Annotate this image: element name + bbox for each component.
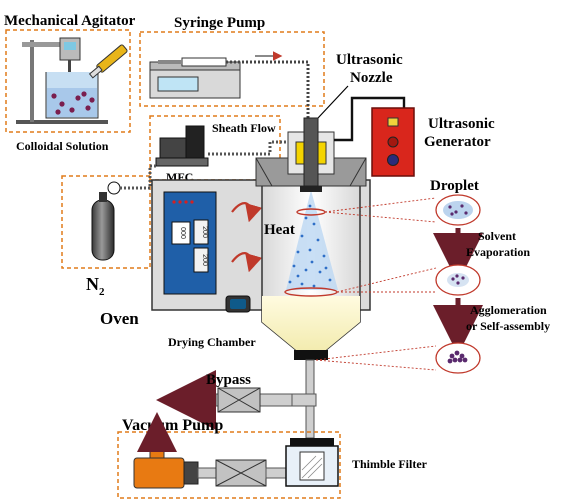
filter-hatching [301, 455, 323, 479]
nozzle-stem [303, 117, 319, 187]
panel-indicator-lights [172, 200, 194, 204]
nozzle-pointer [317, 85, 349, 119]
generator-knob-2 [387, 154, 399, 166]
droplet-stages: Droplet Solvent Evaporation Agglomeratio… [315, 178, 550, 374]
vacuum-pump-motor [183, 461, 199, 485]
generator-cable [334, 96, 406, 142]
oven-control-panel: 200 200 000 [163, 191, 251, 313]
vacuum-pump-body [133, 457, 185, 489]
outlet-piping: Bypass [156, 359, 317, 439]
syringe-plunger [158, 60, 182, 64]
colloid-particles [51, 91, 95, 115]
agglomeration-label-2: or Self-assembly [466, 319, 550, 333]
droplet-stage-1-fill [443, 201, 473, 219]
thimble-filter: Thimble Filter [285, 438, 428, 487]
spray-droplets [288, 204, 332, 288]
solvent-evaporation-label-2: Evaporation [466, 245, 530, 259]
sheath-flow-label: Sheath Flow [212, 121, 276, 135]
agitator-display [64, 42, 76, 50]
stand-base [16, 120, 108, 124]
stand-clamp [22, 42, 62, 47]
chamber-outlet [294, 350, 328, 360]
vacuum-pipe-1 [197, 467, 217, 479]
droplet-stage-2-particles [451, 274, 465, 285]
mechanical-agitator-label: Mechanical Agitator [4, 13, 136, 29]
oven-label: Oven [100, 309, 139, 328]
agglomeration-label-1: Agglomeration [470, 303, 547, 317]
pipette-icon [88, 44, 128, 79]
filter-cap [290, 438, 334, 446]
panel-display-bottom-value: 200 [201, 254, 208, 266]
heat-label: Heat [264, 222, 295, 238]
sheath-line [208, 140, 290, 156]
agitator-dashed-box [5, 29, 131, 133]
stand-rod [30, 40, 34, 122]
panel-display-top [193, 219, 209, 245]
droplet-stage-3 [435, 342, 481, 374]
colloidal-liquid [47, 88, 97, 117]
n2-dashed-box [61, 175, 151, 269]
ultrasonic-generator: Ultrasonic Generator [334, 96, 495, 177]
spray-cone [286, 190, 338, 290]
n2-tank: N2 [61, 164, 158, 298]
ultrasonic-generator-label-2: Generator [424, 134, 491, 150]
pressure-gauge-icon [107, 181, 121, 195]
syringe-pump-label: Syringe Pump [174, 15, 265, 31]
ultrasonic-nozzle-label-1: Ultrasonic [336, 52, 403, 68]
solvent-evaporation-label-1: Solvent [478, 229, 516, 243]
panel-display-mid-value: 000 [179, 227, 186, 239]
generator-switch [387, 117, 399, 127]
cylinder-valve [99, 192, 107, 202]
syringe-dashed-box [139, 31, 325, 107]
mechanical-agitator-group: Mechanical Agitator Colloidal Solution [4, 13, 136, 153]
colloidal-solution-label: Colloidal Solution [16, 139, 109, 153]
syringe-feed-line [226, 60, 310, 118]
oven-vent-inner [230, 299, 246, 309]
chamber-cone [262, 296, 360, 350]
syringe-pump-display [157, 76, 199, 92]
bypass-valve-cross [217, 387, 261, 413]
vacuum-pump-outlet [149, 445, 165, 459]
gas-cylinder [91, 199, 115, 261]
ultrasonic-generator-label-1: Ultrasonic [428, 116, 495, 132]
vacuum-pump-label: Vacuum Pump [122, 417, 223, 434]
mfc-device [155, 125, 209, 167]
stage-connector-lines [315, 197, 437, 371]
syringe-pump-group: Syringe Pump [139, 15, 325, 107]
panel-display-bottom [193, 247, 209, 273]
droplet-stage-3-cluster [447, 350, 468, 364]
vacuum-pipe-2 [265, 467, 287, 479]
thimble-filter-label: Thimble Filter [352, 457, 428, 471]
drying-chamber: Heat Drying Chamber [168, 179, 361, 360]
ultrasonic-nozzle [255, 117, 367, 192]
droplet-label: Droplet [430, 178, 479, 194]
panel-buttons [171, 221, 191, 245]
droplet-stage-1-particles [448, 204, 468, 216]
nozzle-tip [300, 186, 322, 192]
generator-knob-1 [387, 136, 399, 148]
drying-chamber-label: Drying Chamber [168, 335, 256, 349]
tee-joint [291, 393, 317, 407]
syringe-barrel [181, 57, 227, 67]
lid-hatching [255, 157, 367, 187]
panel-display-top-value: 200 [201, 226, 208, 238]
bypass-label: Bypass [206, 372, 251, 388]
ultrasonic-nozzle-label-2: Nozzle [350, 70, 393, 86]
vacuum-pump [133, 412, 287, 489]
vacuum-dashed-box [117, 431, 341, 499]
vacuum-valve-cross [215, 459, 267, 487]
n2-line [120, 164, 158, 190]
n2-label: N2 [86, 274, 105, 298]
